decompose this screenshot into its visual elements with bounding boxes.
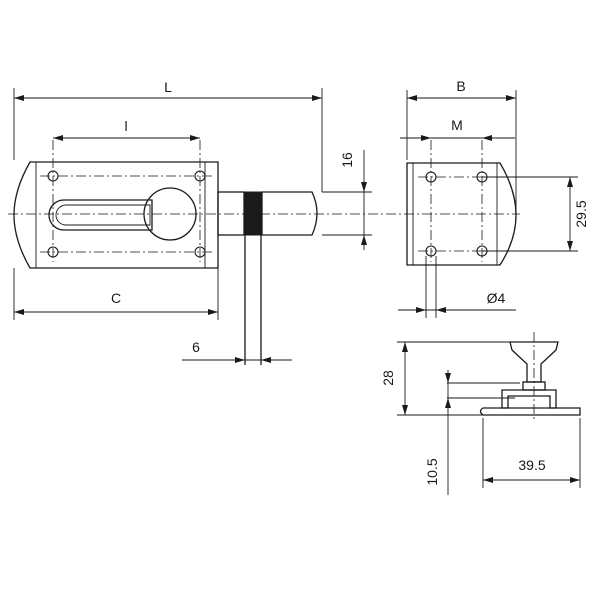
section-channel xyxy=(501,389,557,409)
keeper-plate xyxy=(406,162,517,266)
base-plate xyxy=(13,161,219,269)
dimension-labels: L l C 6 16 B M 29.5 Ø4 28 10.5 39.5 xyxy=(111,78,589,486)
label-16: 16 xyxy=(339,152,355,168)
side-view xyxy=(406,140,517,266)
label-M: M xyxy=(451,117,463,133)
bolt-rod xyxy=(261,191,318,236)
dimensions xyxy=(13,88,581,495)
bottom-view xyxy=(447,332,581,420)
label-B: B xyxy=(456,78,465,94)
label-29-5: 29.5 xyxy=(573,200,589,227)
label-39-5: 39.5 xyxy=(518,457,545,473)
label-l: l xyxy=(124,118,127,134)
bolt-collar xyxy=(217,191,245,236)
slot-inner xyxy=(55,204,151,226)
bolt-black-band xyxy=(243,191,263,236)
label-d4: Ø4 xyxy=(487,290,506,306)
slot xyxy=(48,199,153,231)
label-28: 28 xyxy=(380,370,396,386)
label-6: 6 xyxy=(192,339,200,355)
section-base xyxy=(479,407,581,416)
label-10-5: 10.5 xyxy=(424,458,440,485)
label-C: C xyxy=(111,290,121,306)
front-view xyxy=(8,140,520,365)
label-L: L xyxy=(164,79,172,95)
